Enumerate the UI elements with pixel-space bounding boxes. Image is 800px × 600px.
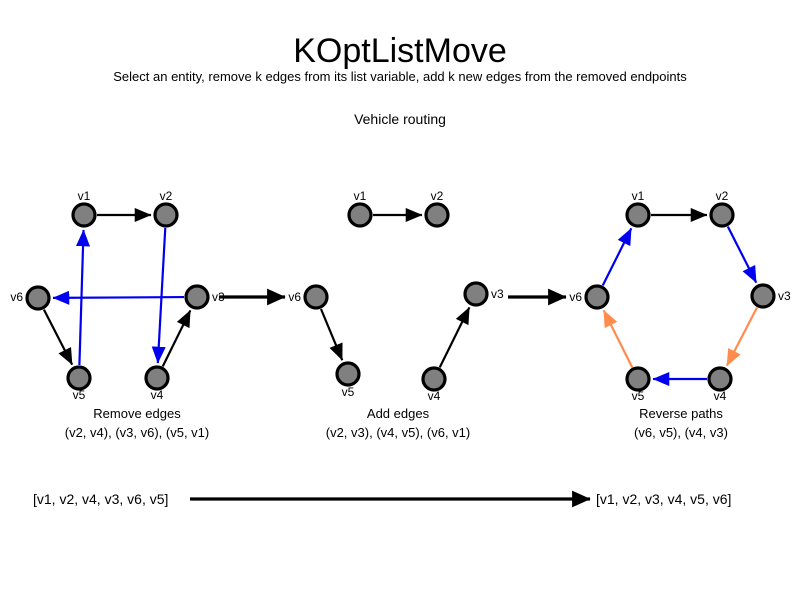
node-v4[interactable] [421,366,447,392]
edge-v5-v1 [76,229,91,366]
node-v5[interactable] [625,366,651,392]
node-label-v5: v5 [342,385,355,399]
edges-group [601,207,758,387]
node-v4[interactable] [144,365,170,391]
node-v4[interactable] [707,366,733,392]
node-v1[interactable] [347,202,373,228]
node-label-v2: v2 [716,189,729,203]
node-label-v1: v1 [354,189,367,203]
node-v6[interactable] [303,284,329,310]
node-label-v4: v4 [151,388,164,402]
nodes-group: v1 v2 v3 v4 v5 v6 [10,189,225,402]
node-v6[interactable] [584,284,610,310]
node-label-v5: v5 [73,388,86,402]
edges-group [319,207,471,368]
node-v3[interactable] [184,284,210,310]
edge-v2-v4 [151,227,167,364]
node-label-v6: v6 [569,290,582,304]
node-v3[interactable] [750,283,776,309]
panel-caption-detail: (v2, v3), (v4, v5), (v6, v1) [326,425,470,440]
node-v5[interactable] [335,361,361,387]
node-v2[interactable] [424,202,450,228]
node-v3[interactable] [463,281,489,307]
node-label-v4: v4 [714,389,727,403]
nodes-group: v1 v2 v3 v4 v5 v6 [288,189,504,403]
node-label-v3: v3 [491,287,504,301]
nodes-group: v1 v2 v3 v4 v5 v6 [569,189,791,403]
panel-caption-title: Remove edges [93,406,181,421]
panel-caption-detail: (v6, v5), (v4, v3) [634,425,728,440]
edge-v2-v3 [726,226,758,284]
edge-v6-v5 [319,308,344,361]
before-list: [v1, v2, v4, v3, v6, v5] [33,491,168,507]
node-label-v3: v3 [212,290,225,304]
node-v2[interactable] [709,202,735,228]
panel-caption-detail: (v2, v4), (v3, v6), (v5, v1) [65,425,209,440]
edge-v3-v6 [52,290,185,305]
node-label-v1: v1 [632,189,645,203]
edge-v6-v5 [42,309,74,366]
edges-group [42,207,192,367]
edge-v4-v3 [438,306,471,368]
node-label-v5: v5 [632,389,645,403]
page-title: KOptListMove [293,32,507,70]
node-v6[interactable] [25,285,51,311]
after-list: [v1, v2, v3, v4, v5, v6] [596,491,731,507]
node-label-v4: v4 [428,389,441,403]
node-v1[interactable] [71,202,97,228]
edge-v6-v1 [601,227,633,286]
node-label-v2: v2 [160,189,173,203]
edge-v4-v3 [161,309,192,367]
node-label-v2: v2 [431,189,444,203]
edge-v5-v6 [602,309,634,368]
node-label-v1: v1 [78,189,91,203]
node-v5[interactable] [66,365,92,391]
panel-caption-title: Reverse paths [639,406,723,421]
panel-caption-title: Add edges [367,406,430,421]
node-label-v6: v6 [288,290,301,304]
edge-v3-v4 [725,307,758,367]
node-label-v3: v3 [778,289,791,303]
page-subtitle: Select an entity, remove k edges from it… [113,69,687,84]
node-v1[interactable] [625,202,651,228]
node-v2[interactable] [153,202,179,228]
node-label-v6: v6 [10,290,23,304]
section-label: Vehicle routing [354,111,446,127]
